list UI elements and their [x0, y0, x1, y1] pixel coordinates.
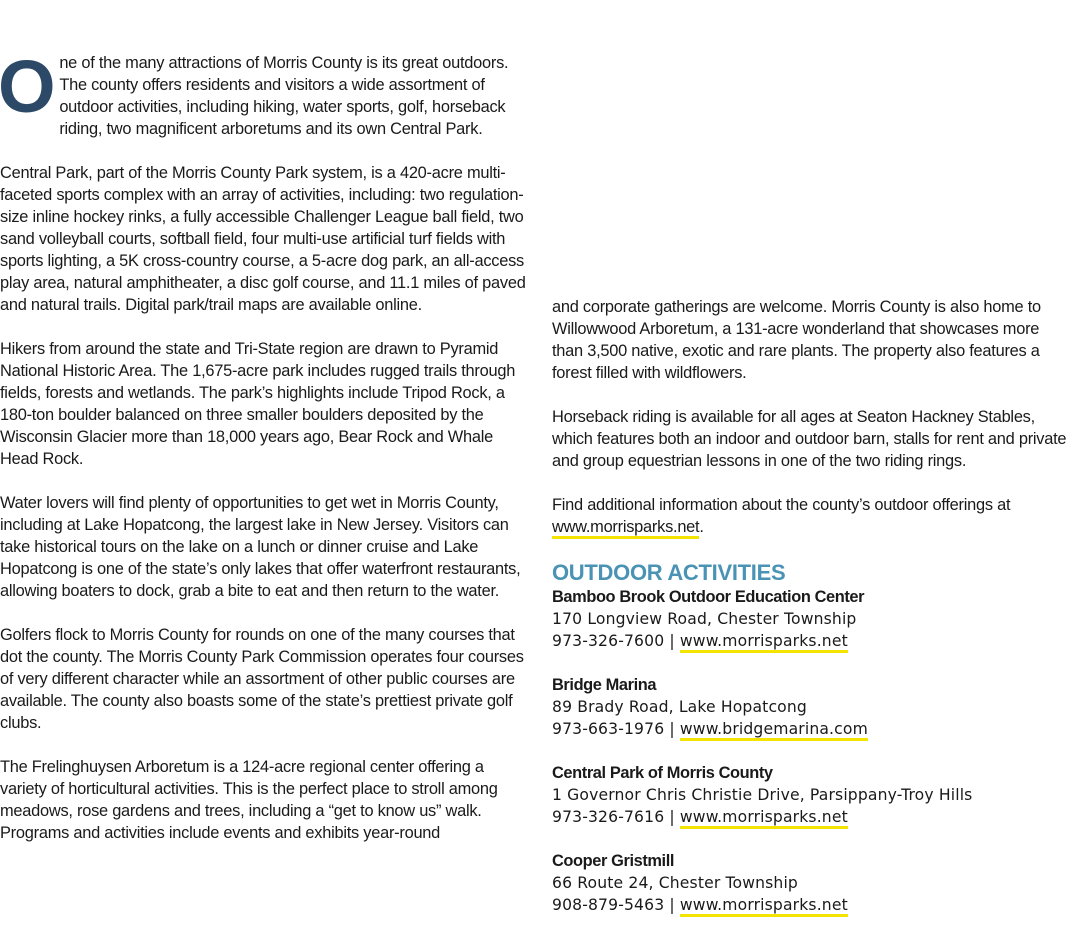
paragraph-more-info: Find additional information about the co…: [552, 494, 1068, 539]
morrisparks-link[interactable]: www.morrisparks.net: [552, 518, 700, 539]
listing-name: Bamboo Brook Outdoor Education Center: [552, 588, 865, 606]
listing-contact: 908-879-5463 | www.morrisparks.net: [552, 894, 1068, 917]
paragraph-hiking: Hikers from around the state and Tri-Sta…: [0, 340, 516, 468]
listing-name: Bridge Marina: [552, 676, 657, 694]
listing-address: 66 Route 24, Chester Township: [552, 874, 798, 892]
right-column: and corporate gatherings are welcome. Mo…: [552, 296, 1068, 938]
intro-text: ne of the many attractions of Morris Cou…: [59, 54, 509, 138]
listing-url[interactable]: www.morrisparks.net: [679, 808, 848, 829]
section-heading: OUTDOOR ACTIVITIES: [552, 560, 786, 585]
more-info-text: Find additional information about the co…: [552, 496, 1011, 514]
listing-address: 170 Longview Road, Chester Township: [552, 610, 857, 628]
listing-item: Bamboo Brook Outdoor Education Center 17…: [552, 586, 1068, 653]
paragraph-arboretum-continued: and corporate gatherings are welcome. Mo…: [552, 298, 1041, 382]
paragraph-water: Water lovers will find plenty of opportu…: [0, 494, 521, 600]
paragraph-horseback: Horseback riding is available for all ag…: [552, 408, 1067, 470]
listing-name: Central Park of Morris County: [552, 764, 773, 782]
listing-contact: 973-326-7616 | www.morrisparks.net: [552, 806, 1068, 829]
listing-address: 1 Governor Chris Christie Drive, Parsipp…: [552, 786, 973, 804]
more-info-end: .: [699, 518, 704, 536]
listing-phone: 973-663-1976: [552, 720, 665, 738]
listing-url[interactable]: www.morrisparks.net: [679, 896, 848, 917]
dropcap: O: [0, 45, 56, 128]
listing-separator: |: [664, 632, 680, 650]
listing-item: Bridge Marina 89 Brady Road, Lake Hopatc…: [552, 674, 1068, 741]
listing-contact: 973-663-1976 | www.bridgemarina.com: [552, 718, 1068, 741]
listing-phone: 908-879-5463: [552, 896, 665, 914]
listing-phone: 973-326-7616: [552, 808, 665, 826]
listing-url[interactable]: www.bridgemarina.com: [679, 720, 868, 741]
listing-item: Central Park of Morris County 1 Governor…: [552, 762, 1068, 829]
listing-url[interactable]: www.morrisparks.net: [679, 632, 848, 653]
listing-address: 89 Brady Road, Lake Hopatcong: [552, 698, 807, 716]
paragraph-golf: Golfers flock to Morris County for round…: [0, 626, 524, 732]
listing-phone: 973-326-7600: [552, 632, 665, 650]
paragraph-arboretum: The Frelinghuysen Arboretum is a 124-acr…: [0, 758, 498, 842]
listing-separator: |: [664, 720, 680, 738]
listing-separator: |: [664, 808, 680, 826]
listing-separator: |: [664, 896, 680, 914]
listing-contact: 973-326-7600 | www.morrisparks.net: [552, 630, 1068, 653]
listing-item: Cooper Gristmill 66 Route 24, Chester To…: [552, 850, 1068, 917]
listing-name: Cooper Gristmill: [552, 852, 675, 870]
paragraph-central-park: Central Park, part of the Morris County …: [0, 164, 526, 314]
